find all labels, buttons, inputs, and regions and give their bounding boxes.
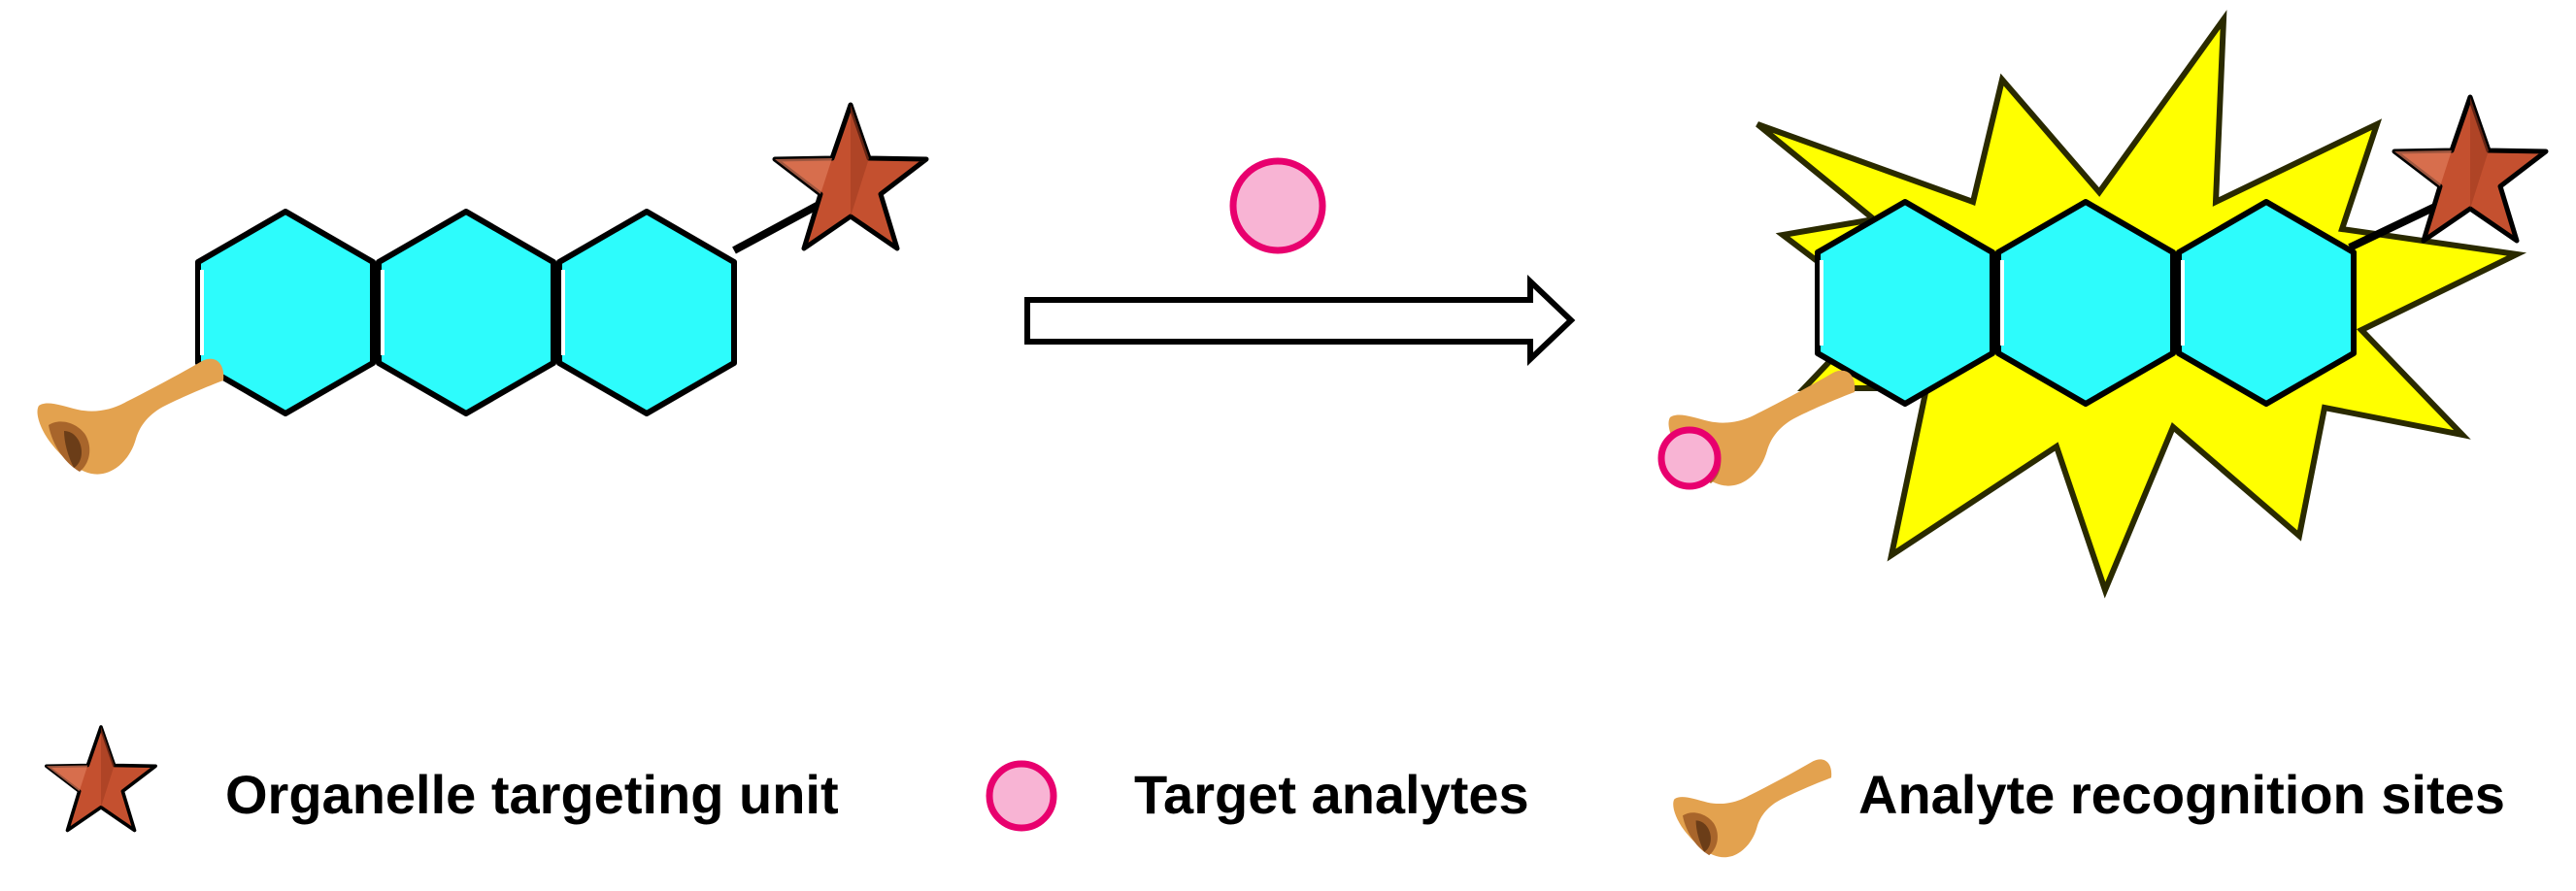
horn-icon (1673, 759, 1832, 858)
analyte-circle (1229, 157, 1326, 254)
fluorophore-core (1818, 202, 2354, 404)
fluorophore-core (198, 212, 734, 413)
star-icon (45, 725, 157, 833)
legend: Organelle targeting unit Target analytes… (45, 725, 2505, 858)
linker-bond (2348, 202, 2439, 251)
linker-bond (732, 200, 822, 254)
reaction-arrow (1024, 275, 1576, 366)
legend-item-targeting-unit: Organelle targeting unit (45, 725, 839, 833)
legend-item-target-analytes: Target analytes (986, 760, 1529, 832)
targeting-unit-star (775, 105, 926, 248)
circle-icon (986, 760, 1057, 832)
reaction-step (1024, 157, 1576, 366)
bound-analyte-circle (1657, 426, 1722, 490)
legend-label-target-analytes: Target analytes (1134, 764, 1529, 825)
probe-before (37, 105, 927, 475)
recognition-site-horn (37, 358, 224, 475)
legend-label-targeting-unit: Organelle targeting unit (225, 764, 839, 825)
legend-item-recognition-sites: Analyte recognition sites (1673, 759, 2505, 858)
probe-after (1657, 10, 2546, 599)
legend-label-recognition-sites: Analyte recognition sites (1858, 764, 2505, 825)
